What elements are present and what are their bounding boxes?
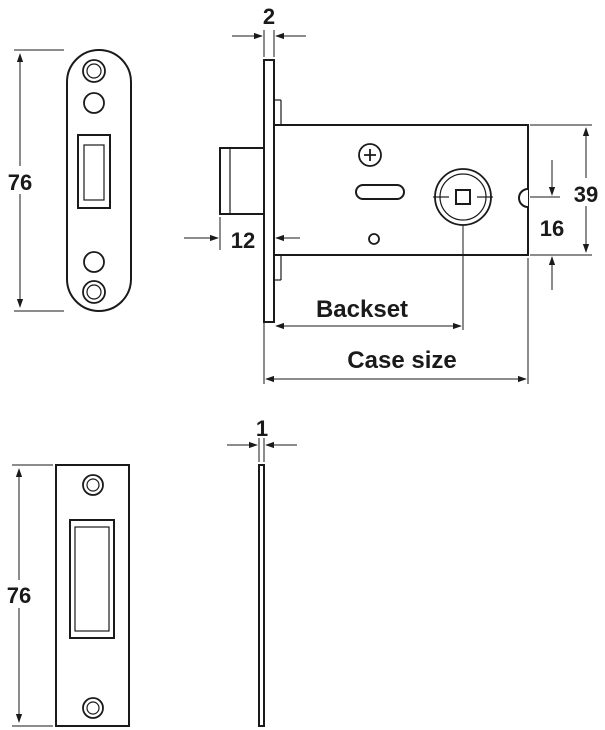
backset-label: Backset bbox=[316, 296, 408, 323]
square-forend-height-label: 76 bbox=[7, 583, 31, 608]
square-forend-plate bbox=[55, 464, 130, 727]
case-height-dimension: 39 bbox=[530, 124, 605, 256]
backset-dimension: Backset bbox=[275, 225, 464, 330]
faceplate-thickness-dimension: 2 bbox=[232, 4, 306, 57]
spindle-offset-dimension: 16 bbox=[530, 160, 564, 290]
forend-height-label: 76 bbox=[8, 170, 32, 195]
case-screw-icon bbox=[358, 143, 382, 167]
spindle-offset-label: 16 bbox=[540, 216, 564, 241]
strike-plate-thickness-dimension: 1 bbox=[227, 416, 297, 462]
bolt-throw-label: 12 bbox=[231, 228, 255, 253]
square-forend-height-dimension: 76 bbox=[1, 464, 53, 727]
faceplate-thickness-label: 2 bbox=[263, 4, 275, 29]
bolt-throw-dimension: 12 bbox=[184, 217, 300, 253]
strike-plate-edge-view bbox=[258, 464, 265, 727]
lock-body-side-view bbox=[219, 59, 529, 323]
forend-height-dimension: 76 bbox=[2, 49, 64, 312]
rounded-forend-plate bbox=[66, 49, 132, 312]
strike-plate-thickness-label: 1 bbox=[256, 416, 268, 441]
case-size-dimension: Case size bbox=[263, 258, 529, 384]
spindle-follower bbox=[433, 168, 493, 226]
case-size-label: Case size bbox=[347, 347, 456, 374]
case-height-label: 39 bbox=[574, 182, 598, 207]
